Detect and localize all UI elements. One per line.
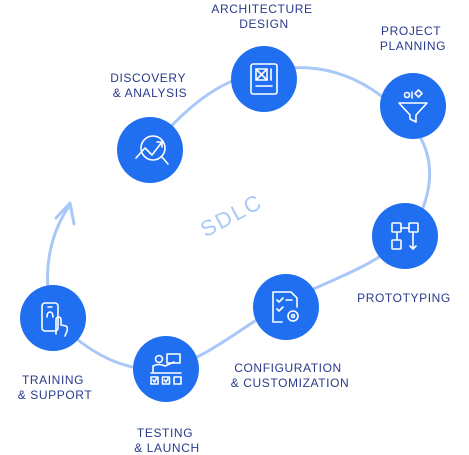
cycle-arrow-head-icon [54, 201, 76, 226]
node-configuration: CONFIGURATION & CUSTOMIZATION [231, 274, 350, 390]
node-prototyping-circle [372, 203, 438, 269]
node-testing: TESTING & LAUNCH [133, 336, 199, 455]
node-architecture-circle [231, 46, 297, 112]
node-discovery: DISCOVERY & ANALYSIS [110, 71, 190, 183]
node-planning-label: PROJECT PLANNING [380, 24, 446, 53]
node-discovery-label: DISCOVERY & ANALYSIS [110, 71, 190, 100]
document-gear-icon [272, 291, 299, 323]
node-prototyping: PROTOTYPING [357, 203, 451, 305]
node-training-circle [20, 285, 86, 351]
node-planning-circle [380, 73, 446, 139]
presenter-checkboxes-icon [150, 353, 182, 385]
node-prototyping-label: PROTOTYPING [357, 291, 451, 305]
node-architecture: ARCHITECTURE DESIGN [211, 2, 316, 112]
flowchart-icon [391, 222, 419, 250]
funnel-icon [398, 89, 428, 123]
node-discovery-circle [117, 117, 183, 183]
node-configuration-circle [253, 274, 319, 340]
chart-magnifier-icon [135, 135, 169, 165]
center-label: SDLC [196, 189, 267, 242]
node-architecture-label: ARCHITECTURE DESIGN [211, 2, 316, 31]
node-testing-circle [133, 336, 199, 402]
phone-touch-icon [41, 302, 69, 337]
blueprint-icon [250, 63, 278, 95]
node-training-label: TRAINING & SUPPORT [18, 373, 93, 402]
node-planning: PROJECT PLANNING [380, 24, 446, 139]
node-training: TRAINING & SUPPORT [18, 285, 93, 402]
node-configuration-label: CONFIGURATION & CUSTOMIZATION [231, 361, 350, 390]
node-testing-label: TESTING & LAUNCH [134, 426, 199, 455]
